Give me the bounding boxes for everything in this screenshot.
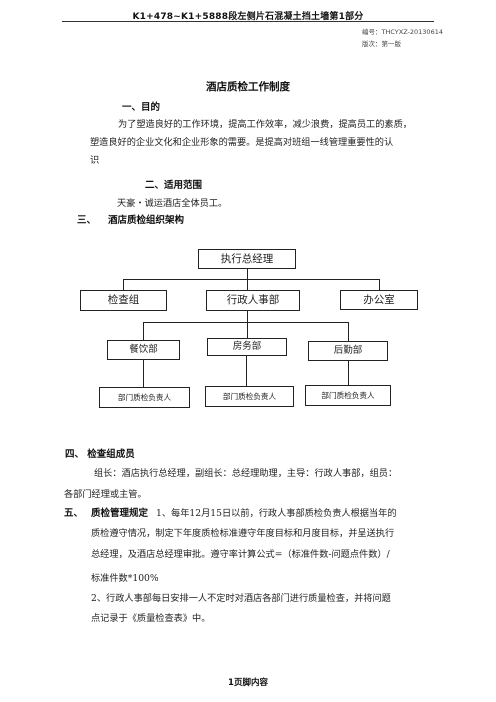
connector-level3-horizontal bbox=[143, 322, 349, 323]
org-box-catering: 餐饮部 bbox=[107, 340, 180, 360]
section-4-line-2: 各部门经理或主管。 bbox=[64, 489, 147, 500]
page-footer: 1页脚内容 bbox=[228, 678, 268, 688]
connector-catering-to-qc bbox=[143, 359, 144, 388]
section-5-line-4: 标准件数*100% bbox=[91, 573, 159, 584]
org-box-housekeeping: 房务部 bbox=[207, 338, 287, 356]
connector-mid-vertical bbox=[247, 310, 248, 339]
section-3-heading: 酒店质检组织架构 bbox=[108, 215, 185, 226]
section-5-line-3: 总经理，及酒店总经理审批。遵守率计算公式=（标准件数-问题点件数）/ bbox=[91, 549, 390, 560]
document-title: 酒店质检工作制度 bbox=[206, 81, 290, 93]
connector-logistics-to-qc bbox=[348, 360, 349, 387]
org-box-office: 办公室 bbox=[340, 290, 418, 310]
document-version: 版次：第一版 bbox=[362, 40, 401, 48]
header-divider bbox=[62, 21, 434, 22]
section-3-number: 三、 bbox=[77, 215, 97, 226]
section-4-heading: 四、 检查组成员 bbox=[65, 449, 135, 460]
org-box-inspection-group: 检查组 bbox=[80, 290, 167, 311]
section-1-line-2: 塑造良好的企业文化和企业形象的需要。是提高对班组一线管理重要性的认 bbox=[90, 137, 394, 148]
org-box-qc-catering: 部门质检负责人 bbox=[99, 387, 190, 408]
section-1-line-1: 为了塑造良好的工作环境，提高工作效率，减少浪费，提高员工的素质， bbox=[118, 119, 412, 130]
section-5-heading: 质检管理规定 bbox=[91, 508, 149, 519]
section-2-heading: 二、适用范围 bbox=[145, 180, 203, 191]
section-5-line-2: 质检遵守情况，制定下年度质检标准遵守年度目标和月度目标，并呈送执行 bbox=[91, 528, 395, 539]
connector-to-office bbox=[379, 279, 380, 290]
connector-to-catering bbox=[143, 322, 144, 341]
section-5-line-5: 2、行政人事部每日安排一人不定时对酒店各部门进行质量检查，并将问题 bbox=[91, 593, 391, 604]
page-header-title: K1+478~K1+5888段左侧片石混凝土挡土墙第1部分 bbox=[132, 12, 364, 22]
org-box-executive-gm: 执行总经理 bbox=[198, 249, 296, 269]
org-box-qc-housekeeping: 部门质检负责人 bbox=[205, 386, 294, 407]
connector-level2-horizontal bbox=[123, 279, 380, 280]
section-5-line-1: 1、每年12月15日以前，行政人事部质检负责人根据当年的 bbox=[156, 508, 397, 519]
section-5-line-6: 点记录于《质量检查表》中。 bbox=[91, 613, 211, 624]
org-box-logistics: 后勤部 bbox=[308, 341, 388, 361]
connector-housekeeping-to-qc bbox=[246, 355, 247, 387]
section-1-heading: 一、目的 bbox=[122, 102, 161, 113]
connector-to-inspection-group bbox=[123, 279, 124, 290]
section-4-line-1: 组长：酒店执行总经理，副组长：总经理助理，主导：行政人事部，组员： bbox=[94, 468, 398, 479]
section-2-text: 天豪・诚运酒店全体员工。 bbox=[117, 198, 228, 209]
section-1-line-3: 识 bbox=[90, 155, 100, 166]
document-number: 编号：THCYXZ-20130614 bbox=[362, 28, 443, 36]
section-5-number: 五、 bbox=[64, 508, 84, 519]
org-box-qc-logistics: 部门质检负责人 bbox=[305, 385, 391, 406]
org-box-admin-hr: 行政人事部 bbox=[206, 290, 300, 311]
connector-to-logistics bbox=[348, 322, 349, 341]
